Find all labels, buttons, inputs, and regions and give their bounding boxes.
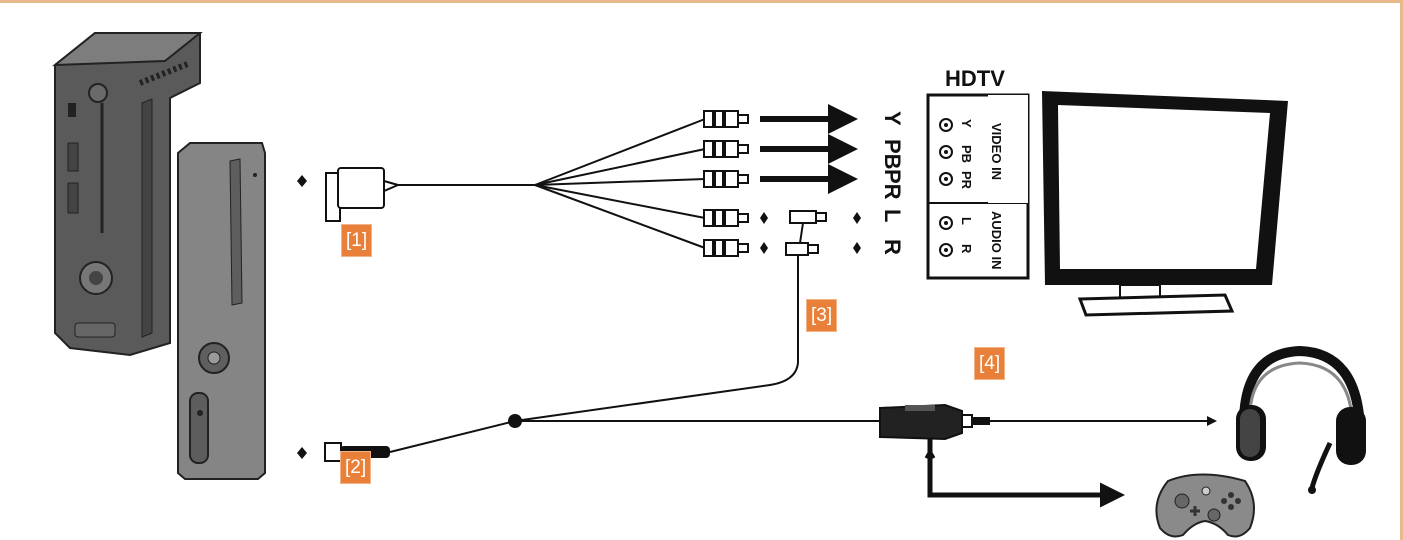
cable-label-y: Y <box>880 111 905 126</box>
av-cable-plug <box>325 167 401 222</box>
audio-adapter-cable <box>514 255 799 422</box>
tv-port-y: Y <box>959 119 974 128</box>
xbox-360-s-console <box>177 142 266 480</box>
rca-plug-y <box>703 110 749 128</box>
badge-1: [1] <box>341 224 373 257</box>
audio-splitter <box>760 210 861 256</box>
cable-label-l: L <box>880 209 905 222</box>
cable-label-pb: PB <box>880 139 905 170</box>
headset <box>1236 345 1366 494</box>
tv-port-r: R <box>959 244 974 254</box>
connection-diagram: HDTV VIDEO IN AUDIO IN Y PB PR L R Y PB … <box>52 32 1366 538</box>
console-port-markers <box>297 175 307 459</box>
cable-label-r: R <box>880 239 905 255</box>
chat-cable <box>324 414 880 462</box>
badge-3: [3] <box>806 299 838 332</box>
video-in-label: VIDEO IN <box>989 123 1004 180</box>
hdtv-heading: HDTV <box>945 66 1005 91</box>
badge-4: [4] <box>974 347 1006 380</box>
video-arrows <box>760 104 858 194</box>
cable-label-pr: PR <box>880 169 905 200</box>
xbox-360-original-console <box>52 32 203 357</box>
controller <box>1155 473 1255 538</box>
rca-plug-pr <box>703 170 749 188</box>
tv-port-l: L <box>959 217 974 225</box>
tv-port-pr: PR <box>959 171 974 190</box>
av-cable-lines <box>398 118 706 249</box>
audio-in-label: AUDIO IN <box>989 211 1004 270</box>
hdtv: HDTV VIDEO IN AUDIO IN Y PB PR L R <box>926 66 1288 317</box>
rca-plugs <box>703 110 749 257</box>
badge-2: [2] <box>340 451 372 484</box>
rca-plug-pb <box>703 140 749 158</box>
headset-adapter <box>879 403 1217 508</box>
tv-port-pb: PB <box>959 145 974 163</box>
rca-plug-l <box>703 209 749 227</box>
rca-plug-r <box>703 239 749 257</box>
connector-labels: Y PB PR L R <box>880 111 905 255</box>
